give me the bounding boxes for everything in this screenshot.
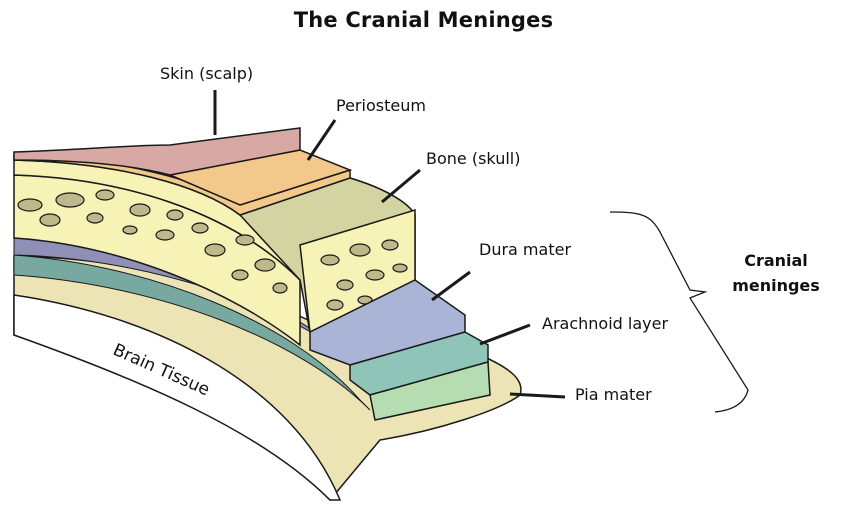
label-pia-mater: Pia mater [575,385,652,404]
diagram-title: The Cranial Meninges [0,8,847,32]
cranial-meninges-label: Cranial meninges [720,248,832,298]
label-periosteum: Periosteum [336,96,426,115]
label-dura-mater: Dura mater [479,240,571,259]
group-label-line2: meninges [720,273,832,298]
label-arachnoid-layer: Arachnoid layer [542,314,668,333]
label-skin: Skin (scalp) [160,64,253,83]
meninges-bracket [610,212,748,412]
group-label-line1: Cranial [720,248,832,273]
label-bone: Bone (skull) [426,149,520,168]
